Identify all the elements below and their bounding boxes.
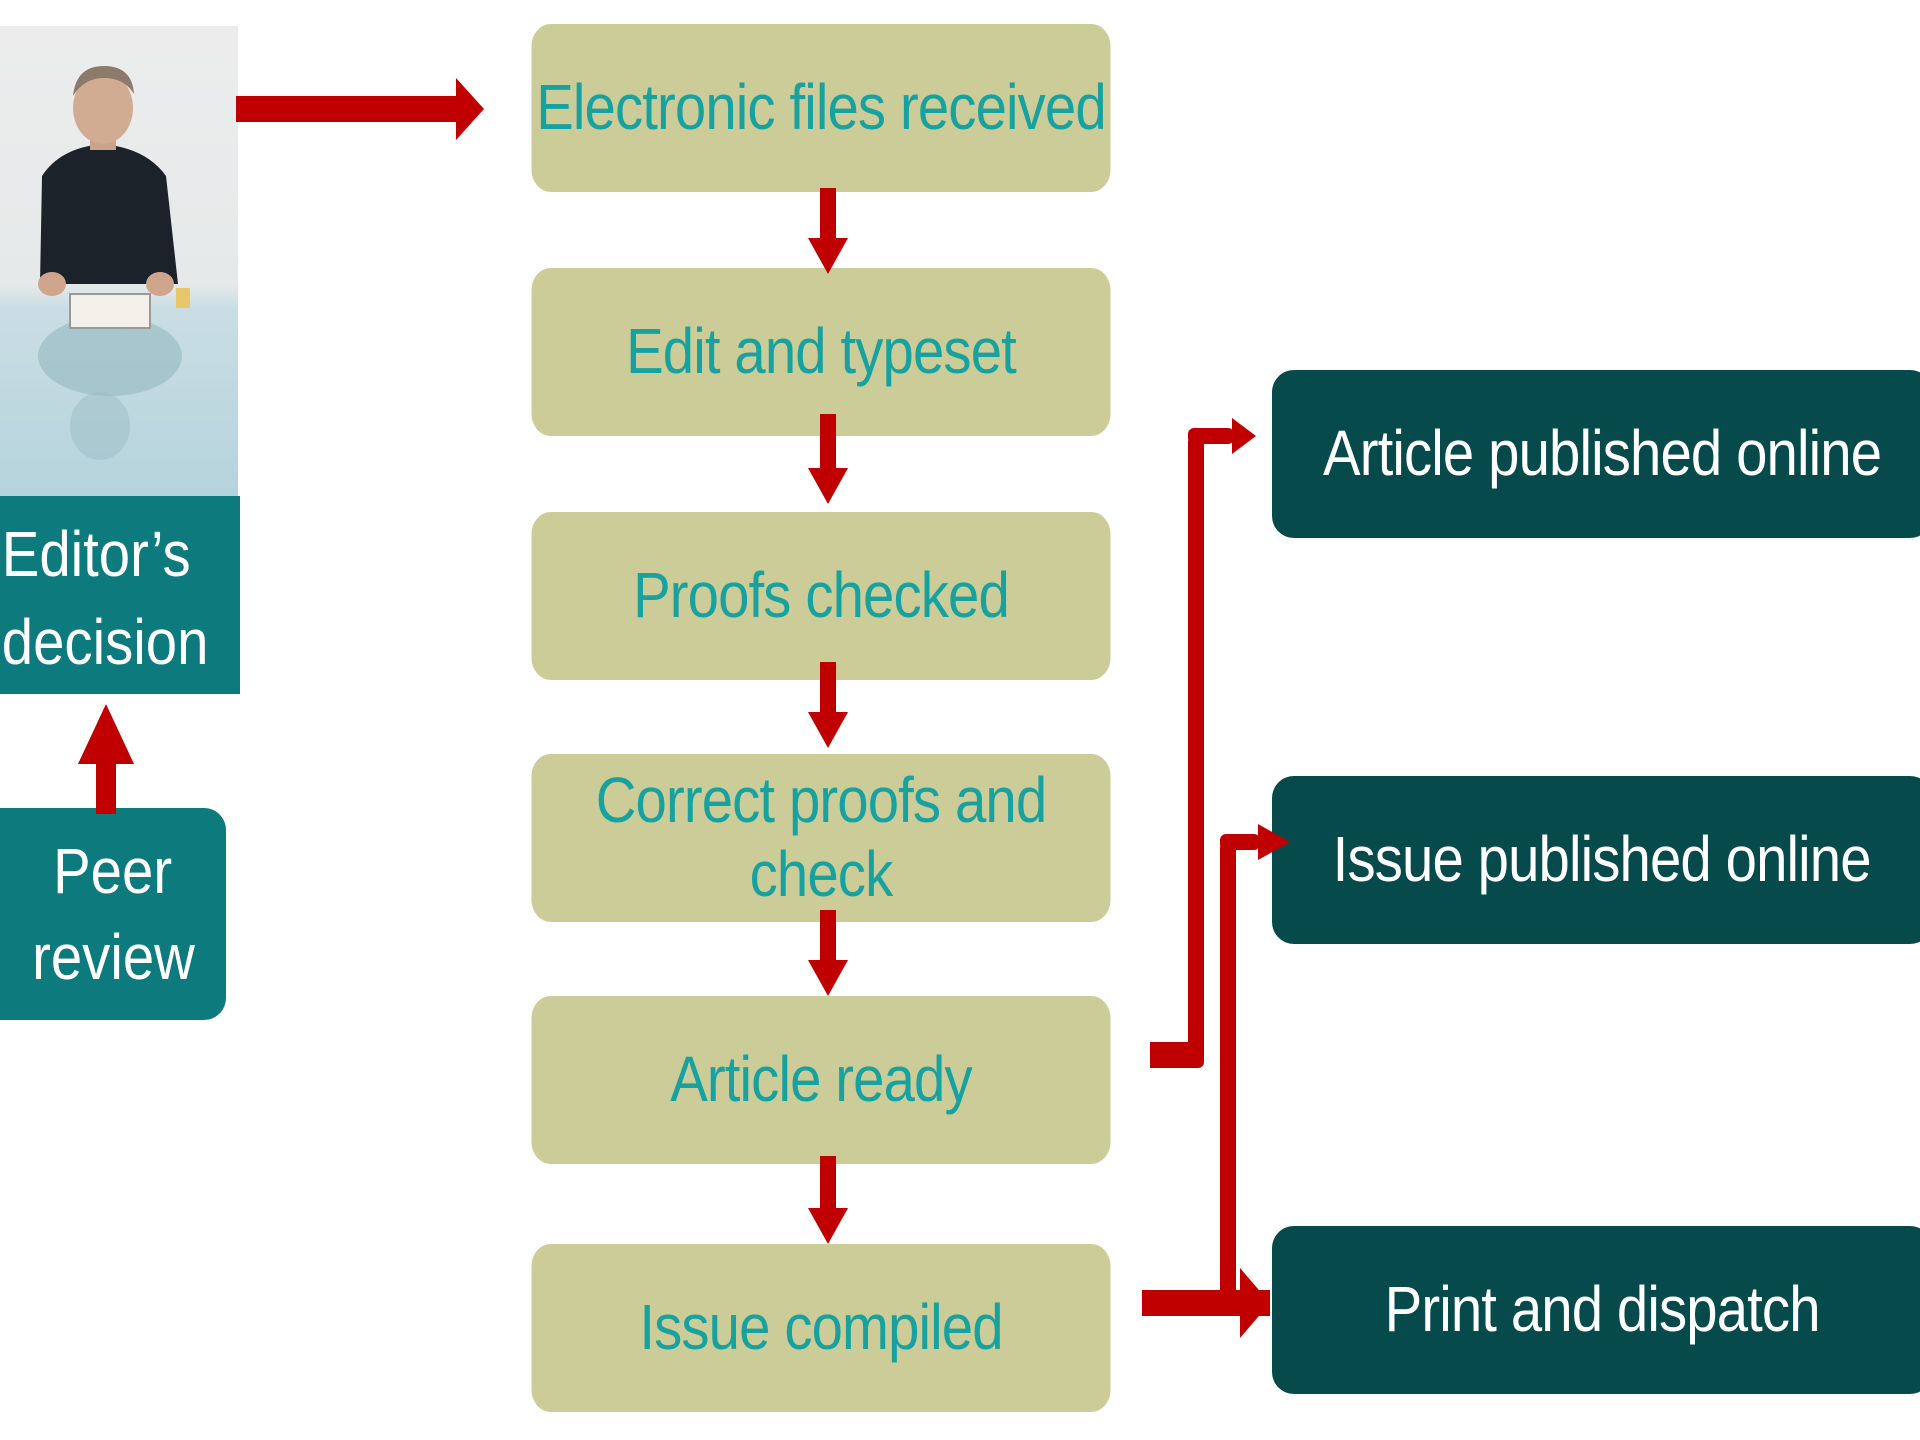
step-electronic-files-received: Electronic files received	[531, 24, 1111, 192]
step-issue-compiled: Issue compiled	[531, 1244, 1111, 1412]
editors-decision-line1: Editor’s	[1, 518, 191, 590]
arrow-issue-compiled-to-print	[1142, 1268, 1270, 1338]
step-proofs-checked: Proofs checked	[531, 512, 1111, 680]
arrow-issue-compiled-to-issue-online	[1220, 824, 1290, 1302]
arrow-step-3-to-4	[808, 662, 848, 748]
arrow-step-1-to-2	[808, 188, 848, 274]
output-article-published-online: Article published online	[1272, 370, 1920, 538]
output-issue-published-online: Issue published online	[1272, 776, 1920, 944]
peer-review-line1: Peer	[53, 835, 173, 907]
step-correct-proofs-and-check: Correct proofs and check	[531, 754, 1111, 922]
arrow-step-4-to-5	[808, 910, 848, 996]
arrow-peer-to-editor	[78, 704, 134, 814]
editors-decision-line2: decision	[1, 606, 209, 678]
output-print-and-dispatch: Print and dispatch	[1272, 1226, 1920, 1394]
step-article-ready: Article ready	[531, 996, 1111, 1164]
arrow-step-2-to-3	[808, 414, 848, 504]
editor-photo	[0, 26, 238, 496]
step-edit-and-typeset: Edit and typeset	[531, 268, 1111, 436]
arrow-step-5-to-6	[808, 1156, 848, 1244]
editors-decision-label: Editor’s decision	[0, 496, 240, 694]
arrow-article-ready-to-online	[1150, 418, 1256, 1068]
arrow-editor-to-files	[236, 78, 484, 140]
peer-review-line2: review	[31, 921, 195, 993]
person-at-desk-icon	[38, 66, 190, 460]
peer-review-box: Peer review	[0, 808, 226, 1020]
